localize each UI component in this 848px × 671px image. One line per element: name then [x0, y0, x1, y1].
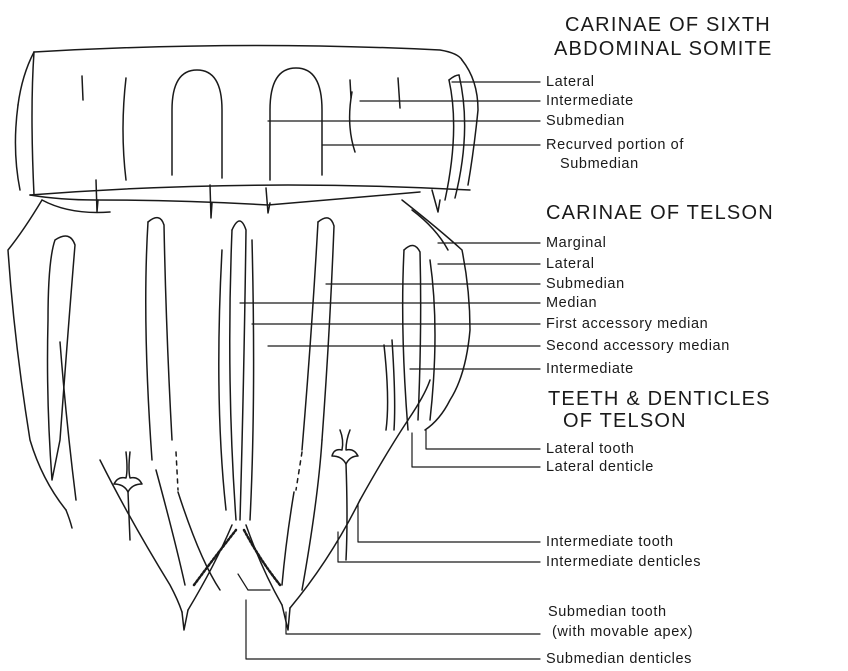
label-first-accessory-median: First accessory median	[546, 316, 708, 332]
label-somite-lateral: Lateral	[546, 74, 595, 90]
telson-outline	[8, 200, 470, 630]
label-lateral-tooth: Lateral tooth	[546, 441, 634, 457]
label-lateral-denticle: Lateral denticle	[546, 459, 654, 475]
heading-teeth-line1: TEETH & DENTICLES	[548, 388, 771, 410]
label-intermediate-denticles: Intermediate denticles	[546, 554, 701, 570]
heading-sixth-somite-line1: CARINAE OF SIXTH	[565, 14, 771, 36]
label-intermediate-tooth: Intermediate tooth	[546, 534, 674, 550]
label-submedian-denticles: Submedian denticles	[546, 651, 692, 667]
heading-sixth-somite-line2: ABDOMINAL SOMITE	[554, 38, 773, 60]
label-telson-median: Median	[546, 295, 597, 311]
sixth-somite-outline	[15, 45, 478, 195]
label-recurved-line1: Recurved portion of	[546, 137, 684, 153]
label-submedian-tooth-line1: Submedian tooth	[548, 604, 667, 620]
label-second-accessory-median: Second accessory median	[546, 338, 730, 354]
label-somite-intermediate: Intermediate	[546, 93, 634, 109]
label-telson-lateral: Lateral	[546, 256, 595, 272]
label-telson-submedian: Submedian	[546, 276, 625, 292]
label-telson-marginal: Marginal	[546, 235, 606, 251]
telson-carinae	[48, 218, 436, 590]
label-submedian-tooth-line2: (with movable apex)	[552, 624, 693, 640]
heading-teeth-line2: OF TELSON	[563, 410, 687, 432]
label-telson-intermediate: Intermediate	[546, 361, 634, 377]
somite-carinae	[82, 68, 465, 200]
label-somite-submedian: Submedian	[546, 113, 625, 129]
label-recurved-line2: Submedian	[560, 156, 639, 172]
heading-telson-carinae: CARINAE OF TELSON	[546, 202, 774, 224]
